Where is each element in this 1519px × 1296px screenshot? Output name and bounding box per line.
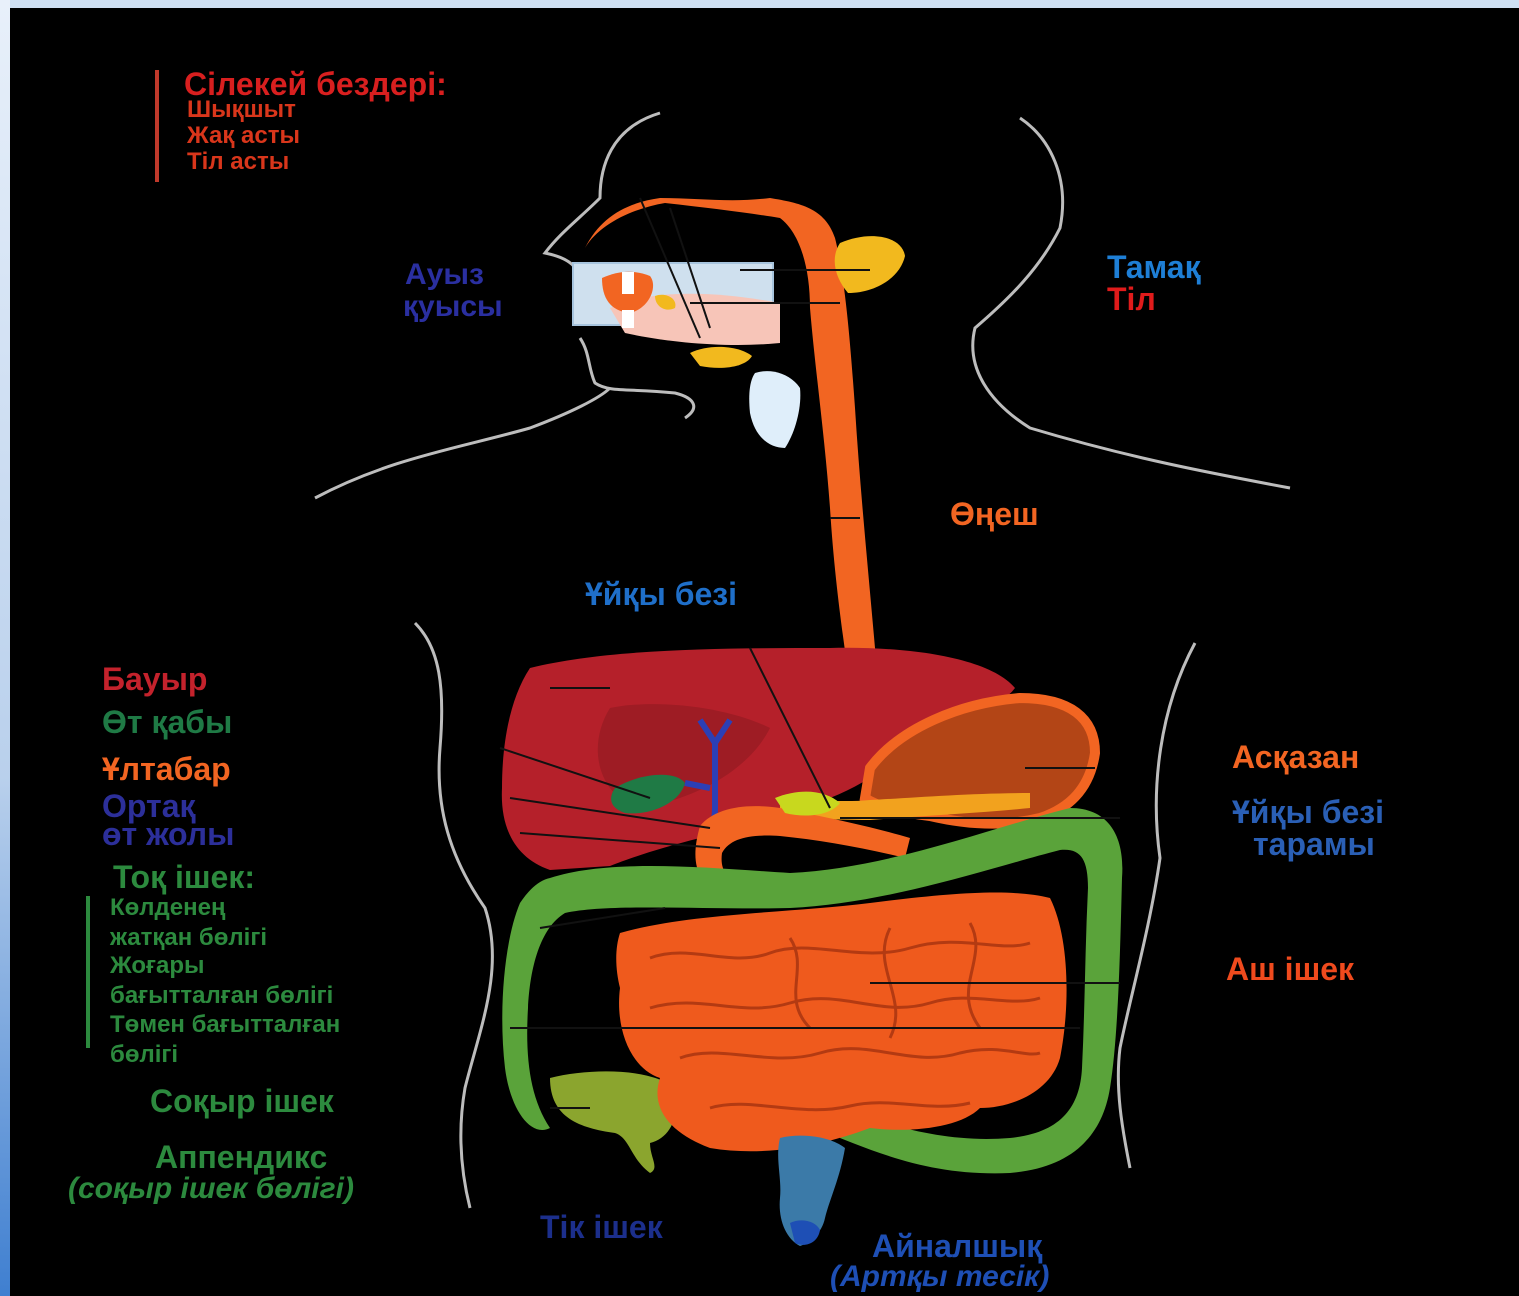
- salivary-glands-bracket: [155, 70, 159, 182]
- appendix-label-line2: (соқыр ішек бөлігі): [68, 1174, 354, 1204]
- trachea-shape: [749, 371, 800, 448]
- slide-edge-strip: [0, 0, 10, 1296]
- pancreatic-duct-label-line1: Ұйқы безі: [1232, 796, 1384, 828]
- digestive-system-diagram: Сілекей бездері: Шықшыт Жақ асты Тіл аст…: [10, 8, 1519, 1296]
- cecum-label: Соқыр ішек: [150, 1085, 334, 1117]
- duodenum-label: Ұлтабар: [102, 753, 231, 785]
- pancreatic-duct-label-line2: тарамы: [1253, 828, 1375, 860]
- tongue-label: Тіл: [1107, 283, 1156, 315]
- gallbladder-label: Өт қабы: [102, 706, 232, 738]
- colon-transverse-line1: Көлденең: [110, 894, 225, 923]
- anus-label-line1: Айналшық: [872, 1230, 1042, 1262]
- colon-transverse-line2: жатқан бөлігі: [110, 924, 267, 953]
- salivary-gland-parotid: Шықшыт: [187, 96, 296, 125]
- colon-title: Тоқ ішек:: [113, 861, 255, 893]
- colon-descending-line1: Төмен бағытталған: [110, 1011, 340, 1040]
- salivary-gland-submandibular: Жақ асты: [187, 122, 300, 151]
- rectum-label: Тік ішек: [540, 1211, 663, 1243]
- mouth-cavity-label-line2: қуысы: [403, 292, 503, 322]
- small-intestine-shape: [616, 893, 1066, 1152]
- salivary-gland-sublingual: Тіл асты: [187, 148, 289, 177]
- bile-duct-label-line2: өт жолы: [102, 818, 234, 850]
- appendix-label-line1: Аппендикс: [155, 1141, 327, 1173]
- colon-ascending-line2: бағытталған бөлігі: [110, 982, 333, 1011]
- mouth-cavity-label-line1: Ауыз: [405, 260, 484, 290]
- colon-bracket: [86, 896, 90, 1048]
- anus-label-line2: (Артқы тесік): [830, 1262, 1049, 1292]
- small-intestine-label: Аш ішек: [1226, 953, 1354, 985]
- liver-label: Бауыр: [102, 663, 207, 695]
- esophagus-label: Өңеш: [950, 498, 1039, 530]
- pancreas-label: Ұйқы безі: [585, 578, 737, 610]
- colon-descending-line2: бөлігі: [110, 1041, 178, 1070]
- stomach-label: Асқазан: [1232, 741, 1359, 773]
- throat-label: Тамақ: [1107, 251, 1201, 283]
- colon-ascending-line1: Жоғары: [110, 952, 205, 981]
